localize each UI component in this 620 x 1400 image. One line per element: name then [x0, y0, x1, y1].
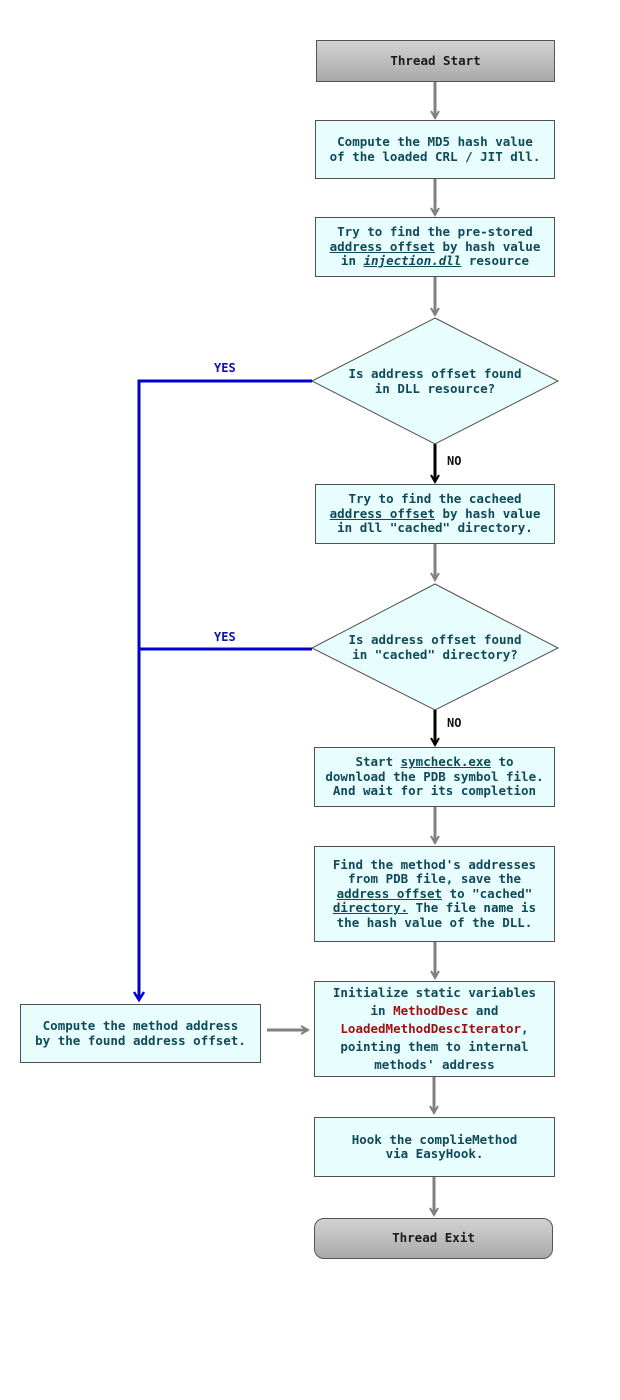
find-prestored-line-3-pre: in — [340, 253, 364, 269]
thread-exit-label: Thread Exit — [392, 1230, 475, 1246]
directory-term: directory. — [332, 900, 409, 916]
methoddesc-term: MethodDesc — [393, 1003, 469, 1018]
thread-exit-terminal: Thread Exit — [314, 1218, 553, 1259]
find-methods-line-5: the hash value of the DLL. — [336, 914, 533, 930]
find-cached-line-3: in dll "cached" directory. — [337, 520, 533, 536]
initialize-line-2-post: and — [468, 1003, 499, 1018]
initialize-static-box: Initialize static variables in MethodDes… — [314, 981, 555, 1077]
decision-cached-text: Is address offset found in "cached" dire… — [312, 632, 558, 662]
decision-dll-text: Is address offset found in DLL resource? — [312, 366, 558, 396]
find-methods-line-3-post: to "cached" — [442, 885, 533, 901]
find-prestored-line-1: Try to find the pre-stored — [337, 224, 533, 240]
compute-method-address-box: Compute the method address by the found … — [20, 1004, 261, 1063]
edge-label-no-dll: NO — [447, 454, 462, 468]
initialize-line-5: methods' address — [374, 1057, 495, 1072]
loadedmethoddesciterator-term: LoadedMethodDescIterator — [340, 1021, 522, 1036]
initialize-line-3-post: , — [521, 1021, 529, 1036]
find-cached-line-2-rest: by hash value — [435, 505, 541, 521]
find-methods-box: Find the method's addresses from PDB fil… — [314, 846, 555, 942]
edge-label-no-cached: NO — [447, 716, 462, 730]
yes-path-dll — [139, 379, 312, 1000]
decision-cached-line-1: Is address offset found — [348, 632, 522, 647]
hook-line-1: Hook the complieMethod — [351, 1131, 518, 1147]
find-methods-line-1: Find the method's addresses — [332, 856, 537, 872]
decision-dll-line-1: Is address offset found — [348, 366, 522, 381]
compute-address-line-2: by the found address offset. — [35, 1032, 246, 1048]
thread-start-label: Thread Start — [390, 52, 481, 68]
find-prestored-line-3-post: resource — [461, 253, 530, 269]
hook-line-2: via EasyHook. — [385, 1146, 484, 1161]
find-prestored-box: Try to find the pre-stored address offse… — [315, 217, 555, 277]
compute-md5-box: Compute the MD5 hash value of the loaded… — [315, 120, 555, 179]
find-cached-line-1: Try to find the cacheed — [348, 491, 522, 507]
edge-label-yes-dll: YES — [214, 361, 236, 375]
address-offset-term: address offset — [336, 885, 443, 901]
compute-md5-line-1: Compute the MD5 hash value — [337, 134, 533, 149]
symcheck-line-2: download the PDB symbol file. — [325, 768, 544, 784]
symcheck-exe-term: symcheck.exe — [400, 754, 491, 770]
find-methods-line-4-post: The file name is — [408, 900, 537, 916]
symcheck-line-1-pre: Start — [355, 754, 401, 770]
decision-dll-line-2: in DLL resource? — [374, 380, 496, 396]
initialize-line-1: Initialize static variables — [332, 985, 537, 1000]
edge-label-yes-cached: YES — [214, 630, 236, 644]
hook-compile-box: Hook the complieMethod via EasyHook. — [314, 1117, 555, 1177]
compute-md5-line-2: of the loaded CRL / JIT dll. — [329, 148, 541, 164]
find-methods-line-2: from PDB file, save the — [347, 871, 522, 887]
find-prestored-line-2-rest: by hash value — [435, 238, 541, 254]
symcheck-line-3: And wait for its completion — [332, 783, 537, 799]
find-cached-box: Try to find the cacheed address offset b… — [315, 484, 555, 544]
compute-address-line-1: Compute the method address — [42, 1018, 239, 1033]
start-symcheck-box: Start symcheck.exe to download the PDB s… — [314, 747, 555, 807]
address-offset-term: address offset — [329, 238, 435, 254]
symcheck-line-1-post: to — [490, 754, 514, 770]
thread-start-terminal: Thread Start — [316, 40, 555, 82]
injection-dll-term: injection.dll — [363, 253, 462, 269]
decision-cached-line-2: in "cached" directory? — [352, 646, 518, 662]
initialize-line-4: pointing them to internal — [340, 1039, 529, 1054]
initialize-line-2-pre: in — [370, 1003, 394, 1018]
address-offset-term: address offset — [329, 505, 435, 521]
